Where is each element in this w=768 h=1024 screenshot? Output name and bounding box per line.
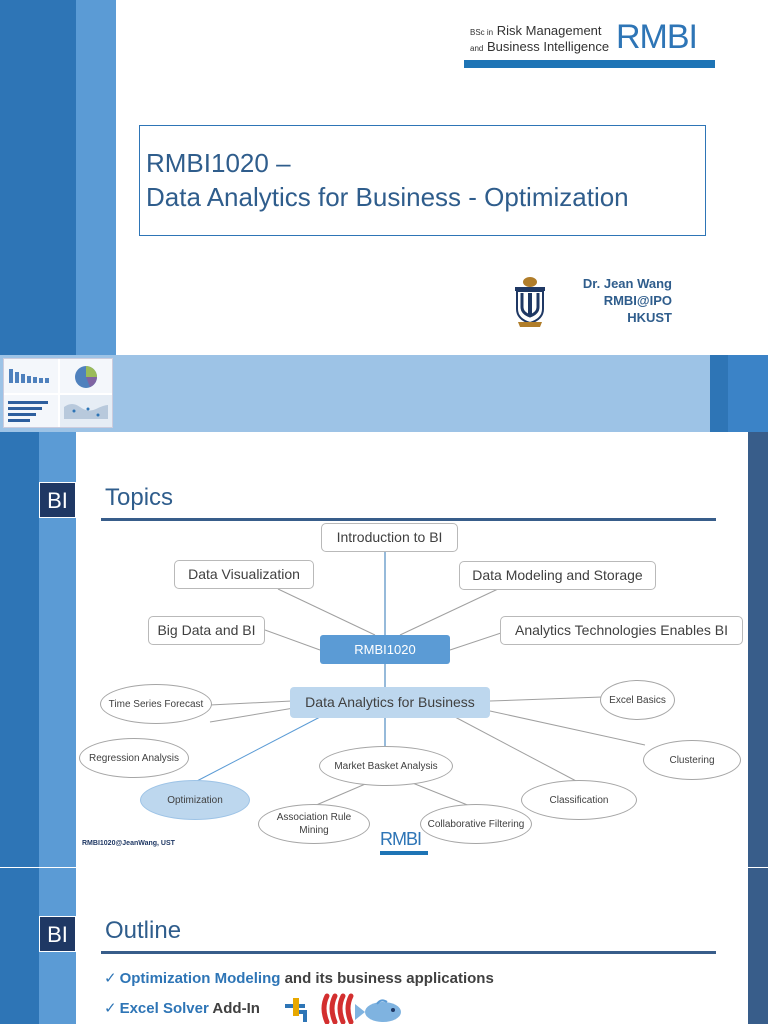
right-gap	[744, 432, 748, 867]
logo-line-2: and Business Intelligence	[470, 39, 609, 54]
author-institution: HKUST	[627, 310, 672, 325]
oval-classification: Classification	[521, 780, 637, 820]
oval-optimization: Optimization	[140, 780, 250, 820]
author-affiliation: RMBI@IPO	[603, 293, 672, 308]
heading-rule	[101, 518, 716, 521]
oval-excel-basics: Excel Basics	[600, 680, 675, 720]
oval-market-basket: Market Basket Analysis	[319, 746, 453, 786]
bottom-band-accent-2	[728, 355, 768, 432]
outline-item-1: ✓Optimization Modeling and its business …	[104, 969, 494, 987]
logo-text-2: Business Intelligence	[486, 39, 610, 54]
mini-rmbi-logo: RMBI	[380, 829, 428, 859]
title-box: RMBI1020 – Data Analytics for Business -…	[139, 125, 706, 236]
mindmap-connectors	[194, 552, 646, 807]
right-band	[748, 868, 768, 1024]
logo-prefix-1: BSc in	[470, 28, 494, 37]
slide-footer: RMBI1020@JeanWang, UST	[82, 840, 175, 847]
oval-time-series: Time Series Forecast	[100, 684, 212, 724]
side-band-dark	[0, 432, 39, 867]
logo-prefix-2: and	[470, 44, 484, 53]
bottom-band	[0, 355, 768, 432]
node-data-modeling-storage: Data Modeling and Storage	[459, 561, 656, 590]
rmbi-program-logo: BSc in Risk Management and Business Inte…	[464, 18, 715, 70]
bi-badge: BI	[39, 482, 76, 518]
clipart-icon	[285, 993, 401, 1024]
hkust-emblem-icon	[515, 277, 545, 327]
node-data-visualization: Data Visualization	[174, 560, 314, 589]
node-introduction-to-bi: Introduction to BI	[321, 523, 458, 552]
outline-item-1-text: and its business applications	[280, 970, 494, 987]
logo-line-1: BSc in Risk Management	[470, 23, 602, 38]
topics-slide: BI Topics	[0, 432, 768, 867]
check-icon: ✓	[104, 970, 117, 987]
course-code-title: RMBI1020 –	[146, 148, 291, 178]
node-big-data: Big Data and BI	[148, 616, 265, 645]
bottom-band-accent	[710, 355, 728, 432]
right-gap	[744, 868, 748, 1024]
node-analytics-technologies: Analytics Technologies Enables BI	[500, 616, 743, 645]
check-icon: ✓	[104, 1000, 117, 1017]
oval-collaborative-filtering: Collaborative Filtering	[420, 804, 532, 844]
oval-clustering: Clustering	[643, 740, 741, 780]
outline-item-1-highlight: Optimization Modeling	[119, 970, 281, 987]
outline-slide: BI Outline ✓Optimization Modeling and it…	[0, 867, 768, 1024]
oval-association-rule: Association Rule Mining	[258, 804, 370, 844]
outline-item-2-highlight: Excel Solver	[119, 1000, 209, 1017]
bi-badge: BI	[39, 916, 76, 952]
slide-heading: Outline	[105, 917, 182, 944]
center-node: RMBI1020	[320, 635, 450, 664]
outline-item-2: ✓Excel Solver Add-In	[104, 999, 260, 1017]
heading-rule	[101, 951, 716, 954]
side-band-dark	[0, 868, 39, 1024]
logo-underline	[464, 60, 715, 68]
author-name: Dr. Jean Wang	[582, 276, 672, 291]
oval-regression: Regression Analysis	[79, 738, 189, 778]
logo-text-1: Risk Management	[496, 23, 602, 38]
dashboard-thumbnail	[3, 358, 113, 428]
title-slide: BSc in Risk Management and Business Inte…	[0, 0, 768, 432]
course-title: Data Analytics for Business - Optimizati…	[146, 182, 629, 212]
right-band	[748, 432, 768, 867]
slide-heading: Topics	[105, 484, 174, 511]
left-band-dark	[0, 0, 76, 355]
logo-brand: RMBI	[616, 18, 698, 56]
author-block: Dr. Jean Wang RMBI@IPO HKUST	[560, 275, 672, 326]
mini-logo-bar	[380, 851, 428, 855]
left-band-light	[76, 0, 116, 355]
outline-item-2-text: Add-In	[208, 1000, 260, 1017]
mini-logo-text: RMBI	[380, 829, 422, 849]
sub-center-node: Data Analytics for Business	[290, 687, 490, 718]
